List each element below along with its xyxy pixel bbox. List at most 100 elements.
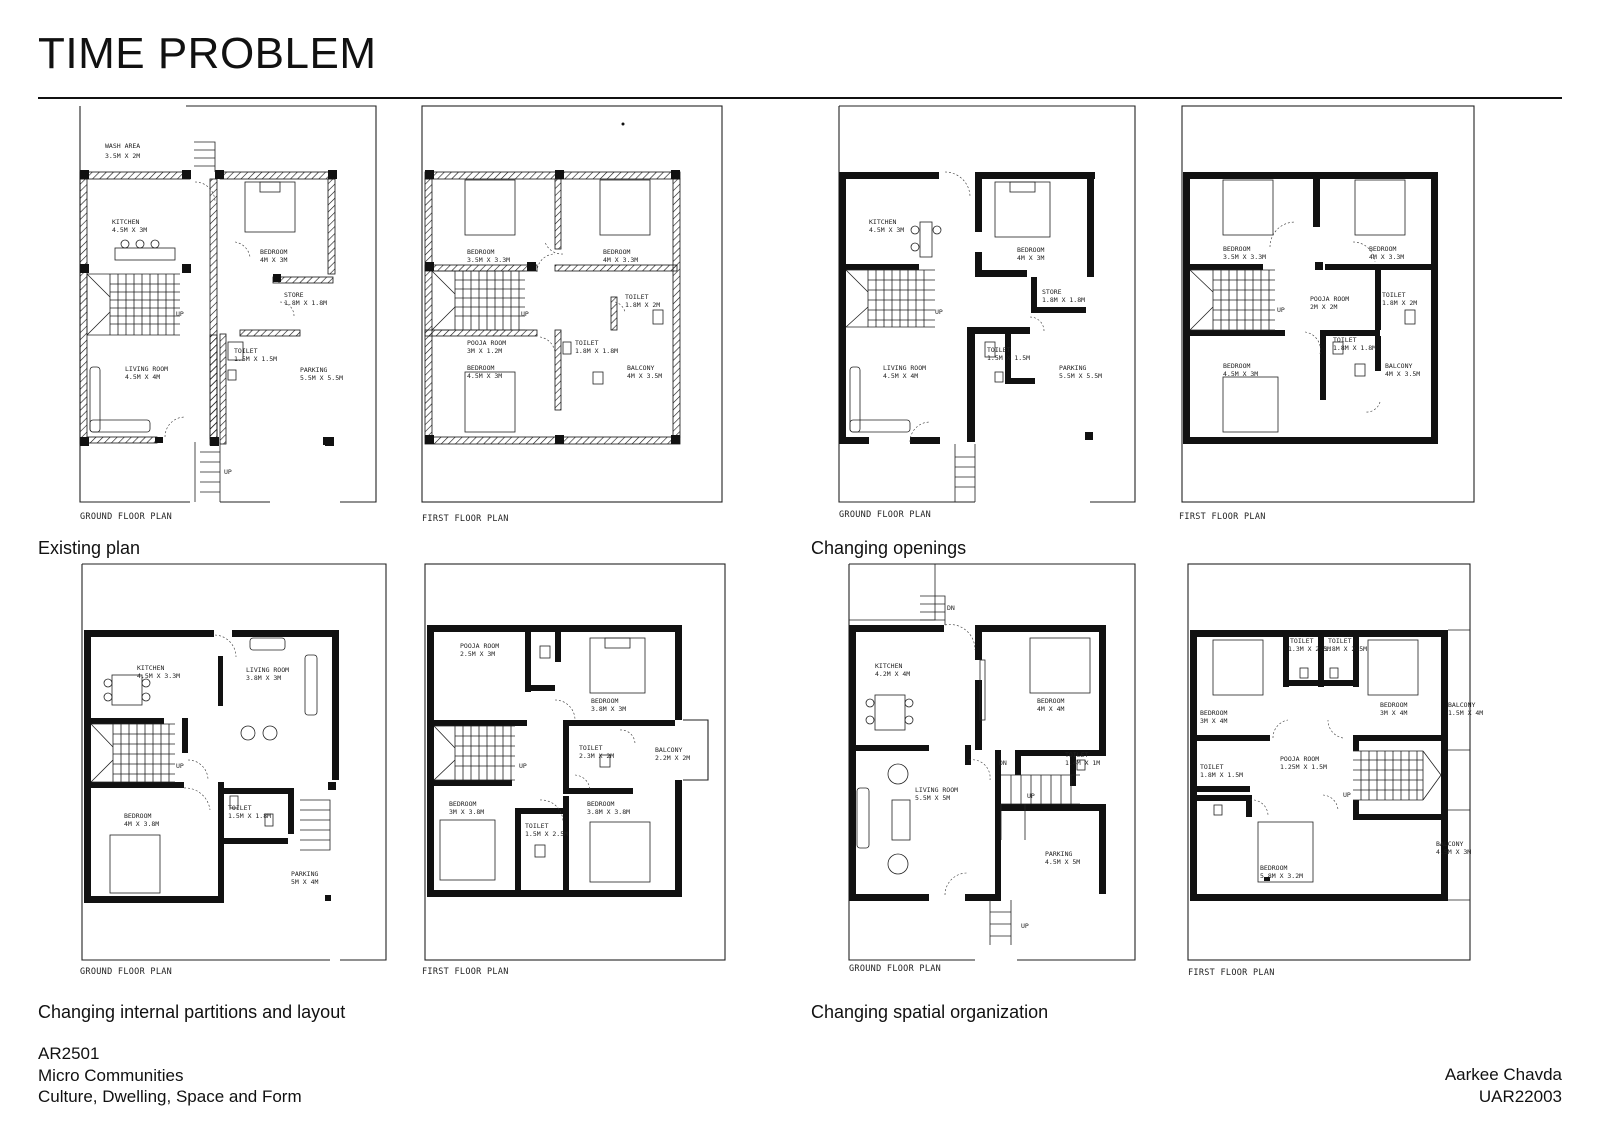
svg-text:4.5M X 3M: 4.5M X 3M [869,226,904,234]
svg-text:LIVING ROOM: LIVING ROOM [915,786,958,794]
svg-text:PARKING: PARKING [1059,364,1086,372]
furniture [1222,179,1416,433]
room-labels: TOILET 1.3M X 2.5M TOILET 1.8M X 2.5M BE… [1200,637,1483,880]
site-boundary [421,105,723,503]
svg-text:2.2M X 2M: 2.2M X 2M [655,754,690,762]
svg-text:UP: UP [176,762,184,770]
course-info: AR2501 Micro Communities Culture, Dwelli… [38,1043,302,1108]
svg-text:BEDROOM: BEDROOM [260,248,287,256]
furniture [89,181,331,445]
svg-text:UP: UP [519,762,527,770]
room-labels: KITCHEN 4.5M X 3.3M LIVING ROOM 3.8M X 3… [124,664,318,886]
svg-text:4.5M X 3.3M: 4.5M X 3.3M [137,672,180,680]
walls [1183,172,1438,444]
furniture [103,634,331,901]
svg-text:4M X 3M: 4M X 3M [260,256,287,264]
svg-text:POOJA ROOM: POOJA ROOM [467,339,506,347]
svg-text:2.5M X 3M: 2.5M X 3M [460,650,495,658]
section-caption: Changing openings [811,538,967,558]
furniture [464,122,664,433]
svg-text:BALCONY: BALCONY [1385,362,1412,370]
site-boundary [1181,105,1475,503]
svg-text:BALCONY: BALCONY [655,746,682,754]
svg-text:TOILET: TOILET [228,804,252,812]
svg-text:3.5M X 3.3M: 3.5M X 3.3M [1223,253,1266,261]
svg-text:5.5M X 5M: 5.5M X 5M [915,794,950,802]
author-name: Aarkee Chavda [1444,1065,1562,1084]
svg-text:4.5M X 4M: 4.5M X 4M [125,373,160,381]
first-floor-plan-spatial: TOILET 1.3M X 2.5M TOILET 1.8M X 2.5M BE… [1187,563,1483,978]
stair [433,719,709,781]
svg-text:4M X 3.3M: 4M X 3.3M [1369,253,1404,261]
svg-text:BEDROOM: BEDROOM [1223,362,1250,370]
svg-text:4M X 3.8M: 4M X 3.8M [124,820,159,828]
walls [1190,630,1448,901]
svg-text:BALCONY: BALCONY [627,364,654,372]
site-boundary [81,563,387,961]
furniture [439,637,651,883]
first-floor-plan-existing: BEDROOM 3.5M X 3.3M BEDROOM 4M X 3.3M TO… [421,105,723,524]
stair [1353,750,1442,801]
svg-text:UP: UP [521,310,529,318]
svg-text:POOJA ROOM: POOJA ROOM [460,642,499,650]
svg-text:4M X 3.5M: 4M X 3.5M [1385,370,1420,378]
stair [431,270,525,331]
svg-text:BEDROOM: BEDROOM [1200,709,1227,717]
stair [90,723,331,851]
svg-text:4M X 4M: 4M X 4M [1037,705,1064,713]
ground-floor-plan-spatial: KITCHEN 4.2M X 4M BEDROOM 4M X 4M TOILET… [848,563,1136,974]
svg-text:STORE: STORE [284,291,304,299]
svg-text:UP: UP [1277,306,1285,314]
svg-text:BALCONY: BALCONY [1448,701,1475,709]
svg-text:4.5M X 3M: 4.5M X 3M [1436,848,1471,856]
stair [1189,269,1275,331]
svg-text:BEDROOM: BEDROOM [1223,245,1250,253]
svg-text:1.3M X 2.5M: 1.3M X 2.5M [1288,645,1331,653]
plan-caption: GROUND FLOOR PLAN [849,964,941,974]
svg-text:5.8M X 3.2M: 5.8M X 3.2M [1260,872,1303,880]
svg-text:TOILET: TOILET [234,347,258,355]
svg-text:1.8M X 1.8M: 1.8M X 1.8M [1042,296,1085,304]
plan-caption: FIRST FLOOR PLAN [422,514,509,524]
svg-text:3.8M X 3M: 3.8M X 3M [246,674,281,682]
svg-text:5.5M X 5.5M: 5.5M X 5.5M [1059,372,1102,380]
svg-text:BEDROOM: BEDROOM [124,812,151,820]
svg-text:1.8M X 1.8M: 1.8M X 1.8M [1333,344,1376,352]
room-labels: BEDROOM 3.5M X 3.3M BEDROOM 4M X 3.3M TO… [467,248,662,380]
svg-text:3M X 4M: 3M X 4M [1380,709,1407,717]
svg-text:TOILET: TOILET [1200,763,1224,771]
svg-text:POOJA ROOM: POOJA ROOM [1280,755,1319,763]
svg-text:1.8M X 2.5M: 1.8M X 2.5M [1324,645,1367,653]
svg-text:BEDROOM: BEDROOM [1380,701,1407,709]
svg-text:4.5M X 3M: 4.5M X 3M [467,372,502,380]
svg-text:BEDROOM: BEDROOM [587,800,614,808]
furniture [1212,639,1419,883]
ground-floor-plan-openings: KITCHEN 4.5M X 3M BEDROOM 4M X 3M STORE … [838,105,1136,520]
svg-text:2M X 2M: 2M X 2M [1310,303,1337,311]
svg-text:UP: UP [1021,922,1029,930]
svg-text:TOILET: TOILET [1333,336,1357,344]
svg-text:BEDROOM: BEDROOM [449,800,476,808]
furniture [849,171,1051,443]
room-labels: KITCHEN 4.2M X 4M BEDROOM 4M X 4M TOILET… [875,604,1100,930]
plan-caption: GROUND FLOOR PLAN [839,510,931,520]
ground-floor-plan-partitions: KITCHEN 4.5M X 3.3M LIVING ROOM 3.8M X 3… [80,563,387,977]
svg-text:UP: UP [935,308,943,316]
svg-text:1.25M X 1.5M: 1.25M X 1.5M [1280,763,1327,771]
walls [427,625,682,897]
svg-text:1.8M X 2M: 1.8M X 2M [1382,299,1417,307]
svg-text:LIVING ROOM: LIVING ROOM [125,365,168,373]
room-labels: BEDROOM 3.5M X 3.3M BEDROOM 4M X 3.3M PO… [1223,245,1420,378]
svg-text:BEDROOM: BEDROOM [1369,245,1396,253]
svg-text:PARKING: PARKING [300,366,327,374]
svg-text:1.5M X 4M: 1.5M X 4M [1448,709,1483,717]
walls [84,630,339,903]
svg-text:BEDROOM: BEDROOM [1037,697,1064,705]
svg-text:POOJA ROOM: POOJA ROOM [1310,295,1349,303]
svg-text:3M X 1.2M: 3M X 1.2M [467,347,502,355]
svg-text:TOILET: TOILET [525,822,549,830]
section-caption: Existing plan [38,538,141,558]
svg-text:UP: UP [224,468,232,476]
site-boundary [424,563,726,961]
author-id: UAR22003 [1478,1086,1562,1106]
